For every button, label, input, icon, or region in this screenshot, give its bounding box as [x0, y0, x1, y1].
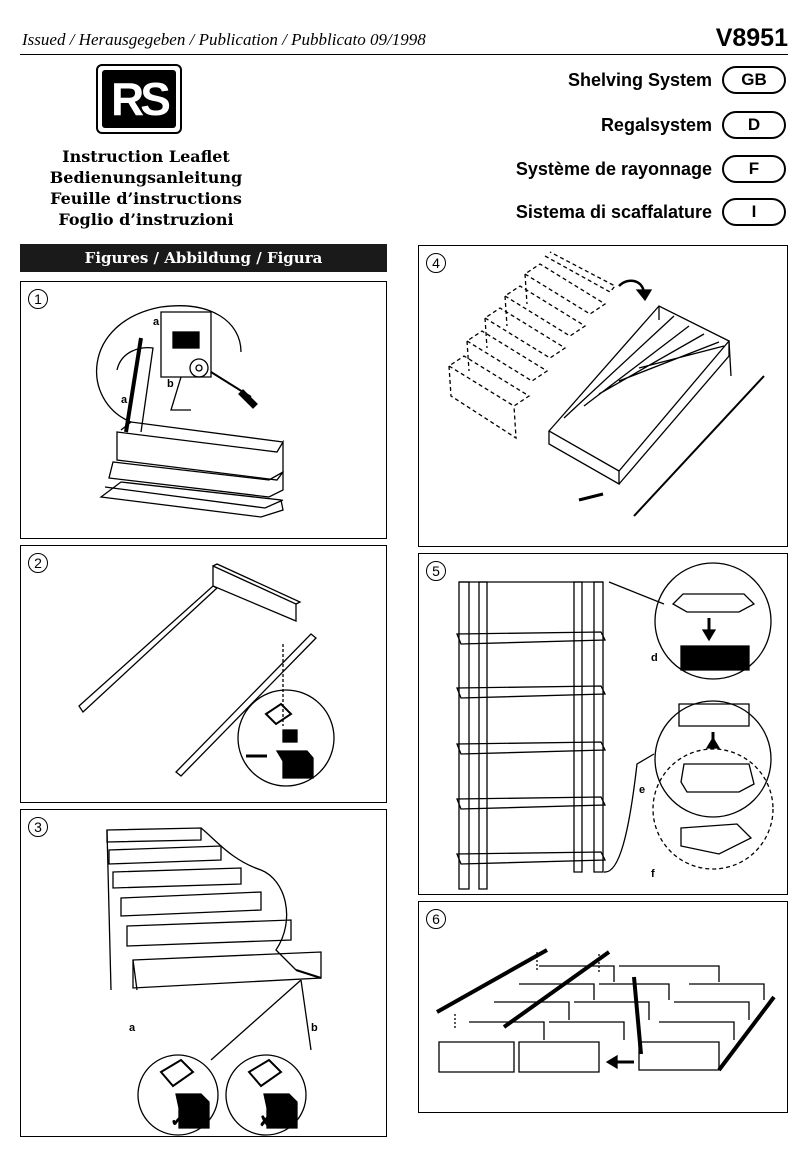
lang-title-d: Regalsystem	[600, 114, 712, 135]
lang-row-f: Système de rayonnage F	[516, 155, 786, 183]
figures-heading: Figures / Abbildung / Figura	[20, 244, 387, 272]
lang-row-gb: Shelving System GB	[568, 66, 786, 94]
lang-badge-d: D	[722, 111, 786, 139]
figure-2-number: 2	[28, 553, 48, 573]
leaflet-title-en: Instruction Leaflet	[62, 147, 230, 166]
figure-5-label-d: d	[651, 652, 658, 664]
figure-5-panel: 5 d e f	[418, 553, 788, 895]
figure-4-number: 4	[426, 253, 446, 273]
leaflet-title-it: Foglio d’instruzioni	[58, 210, 234, 229]
figure-4-illustration	[447, 251, 765, 517]
lang-badge-f: F	[722, 155, 786, 183]
lang-row-d: Regalsystem D	[601, 111, 786, 139]
figure-1-panel: 1 a b a	[20, 281, 387, 539]
figure-3-wrong-mark: ✘	[259, 1113, 272, 1130]
lang-title-gb: Shelving System	[567, 69, 712, 90]
figure-6-number: 6	[426, 909, 446, 929]
lang-badge-gb: GB	[722, 66, 786, 94]
issued-line: Issued / Herausgegeben / Publication / P…	[22, 30, 426, 49]
figure-4-panel: 4	[418, 245, 788, 547]
figure-5-label-e: e	[639, 784, 646, 796]
figure-6-panel: 6	[418, 901, 788, 1113]
header-rule	[20, 54, 788, 55]
figure-1-number: 1	[28, 289, 48, 309]
rs-logo: RS	[96, 64, 182, 134]
figure-3-correct-mark: ✔	[171, 1113, 184, 1130]
leaflet-title-de: Bedienungsanleitung	[49, 168, 243, 187]
figure-1-label-a-top: a	[153, 316, 160, 328]
figure-3-panel: 3 a b ✔ ✘	[20, 809, 387, 1137]
figure-2-illustration	[78, 563, 335, 787]
lang-title-i: Sistema di scaffalature	[515, 201, 712, 222]
figure-1-illustration	[96, 305, 284, 518]
figure-6-illustration	[436, 948, 776, 1073]
lang-row-i: Sistema di scaffalature I	[516, 198, 786, 226]
figure-1-label-b: b	[167, 378, 174, 390]
figure-5-label-f: f	[651, 868, 655, 880]
figure-5-illustration	[456, 562, 774, 890]
rs-logo-mark: RS	[102, 70, 176, 128]
product-code: V8951	[715, 24, 788, 52]
figure-3-label-b: b	[311, 1022, 318, 1034]
figure-3-label-a: a	[129, 1022, 136, 1034]
lang-title-f: Système de rayonnage	[515, 158, 712, 179]
figure-5-number: 5	[426, 561, 446, 581]
leaflet-titles: Instruction Leaflet Bedienungsanleitung …	[20, 146, 272, 230]
figure-3-number: 3	[28, 817, 48, 837]
leaflet-title-fr: Feuille d’instructions	[50, 189, 242, 208]
figure-1-label-a-side: a	[121, 394, 128, 406]
lang-badge-i: I	[722, 198, 786, 226]
figure-2-panel: 2	[20, 545, 387, 803]
figure-3-illustration	[106, 827, 322, 1136]
